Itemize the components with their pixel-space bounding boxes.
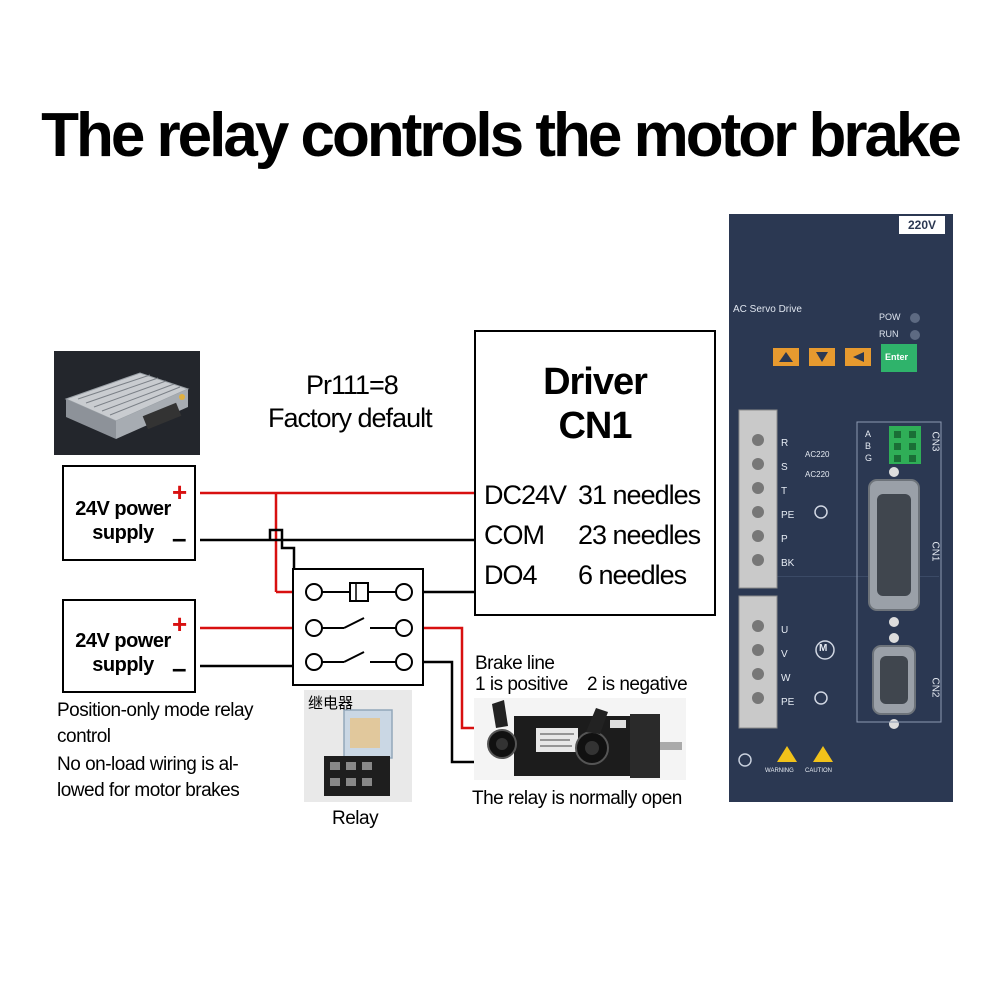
psu-top-minus: – — [172, 523, 187, 553]
relay-state-note: The relay is normally open — [472, 788, 682, 809]
voltage-badge: 220V — [899, 216, 945, 234]
terminal-u: U — [781, 625, 789, 636]
terminal-pe-motor: PE — [781, 697, 795, 708]
brake-positive-label: 1 is positive — [475, 674, 568, 695]
servo-motor-photo — [474, 698, 686, 780]
driver-cn1-box: Driver CN1 DC24V 31 needles COM 23 needl… — [474, 330, 716, 616]
psu-bottom-plus: + — [172, 609, 188, 639]
note-line-1: Position-only mode relay — [57, 700, 254, 721]
relay-photo-caption: 继电器 — [308, 694, 354, 712]
terminal-v: V — [781, 649, 788, 660]
pin-signal-com: COM — [484, 520, 545, 550]
relay-schematic — [292, 568, 424, 686]
pin-number-do4: 6 needles — [578, 560, 687, 590]
relay-photo: 继电器 — [304, 690, 412, 802]
pin-signal-dc24v: DC24V — [484, 480, 567, 510]
pin-number-com: 23 needles — [578, 520, 701, 550]
enter-button: Enter — [885, 352, 909, 362]
terminal-p: P — [781, 534, 788, 545]
brake-negative-label: 2 is negative — [587, 674, 688, 695]
param-note: Factory default — [268, 403, 433, 433]
cn3-pin-a: A — [865, 429, 872, 439]
page-title: The relay controls the motor brake — [41, 101, 962, 170]
cn3-pin-b: B — [865, 441, 872, 451]
cn3-pin-g: G — [865, 453, 873, 463]
servo-drive-panel: 220V AC Servo Drive POW RUN Enter R S T … — [729, 214, 953, 802]
psu-top: 24V power supply + – — [62, 465, 196, 561]
cn2-label: CN2 — [929, 677, 941, 698]
wire-com-branch — [268, 528, 296, 600]
left-terminal-labels: R S T PE P BK — [781, 432, 794, 576]
brake-line-label: Brake line — [475, 653, 555, 674]
terminal-pe: PE — [781, 510, 795, 521]
relay-caption: Relay — [332, 808, 379, 829]
terminal-t: T — [781, 486, 788, 497]
motor-terminal-labels: U V W PE — [781, 619, 794, 715]
psu-top-plus: + — [172, 477, 188, 507]
note-line-4: lowed for motor brakes — [57, 780, 240, 801]
psu-photo — [54, 351, 200, 455]
caution-label: CAUTION — [805, 768, 832, 774]
psu-top-label-2: supply — [92, 522, 154, 544]
ac220-label-2: AC220 — [805, 470, 830, 479]
wire-brake-negative — [412, 660, 492, 764]
driver-connector: CN1 — [558, 405, 632, 447]
psu-bottom-minus: – — [172, 653, 187, 683]
psu-top-label-1: 24V power — [75, 498, 171, 520]
drive-model: AC Servo Drive — [733, 304, 802, 315]
note-line-3: No on-load wiring is al- — [57, 754, 239, 775]
terminal-bk: BK — [781, 558, 795, 569]
psu-bottom-label-2: supply — [92, 654, 154, 676]
ac220-label-1: AC220 — [805, 450, 830, 459]
param-value: Pr111=8 — [306, 370, 399, 400]
pin-number-dc24v: 31 needles — [578, 480, 701, 510]
psu-bottom-label-1: 24V power — [75, 630, 171, 652]
motor-symbol-icon: M — [819, 643, 828, 654]
run-label: RUN — [879, 329, 899, 339]
cn3-label: CN3 — [929, 431, 941, 452]
cn3-pin-labels: A B G — [865, 428, 872, 464]
pow-label: POW — [879, 312, 901, 322]
psu-bottom: 24V power supply + – — [62, 599, 196, 693]
pin-signal-do4: DO4 — [484, 560, 538, 590]
driver-title: Driver — [543, 361, 648, 403]
terminal-w: W — [781, 673, 791, 684]
note-line-2: control — [57, 726, 111, 747]
warning-label: WARNING — [765, 768, 794, 774]
cn1-label: CN1 — [929, 541, 941, 562]
terminal-s: S — [781, 462, 788, 473]
terminal-r: R — [781, 438, 789, 449]
